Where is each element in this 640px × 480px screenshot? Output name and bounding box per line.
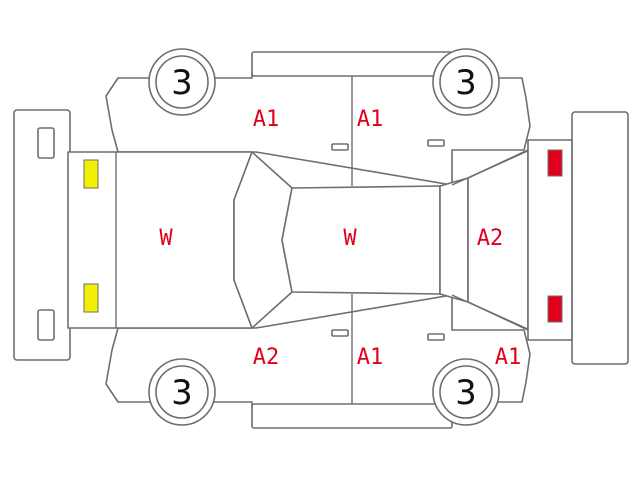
rear-bumper	[571, 111, 629, 365]
left-sill	[251, 51, 453, 77]
mark-front-left-door: A1	[253, 107, 280, 132]
tire-rear-left-number: 3	[455, 63, 477, 103]
mark-rear-left-door: A1	[357, 107, 384, 132]
mark-front-right-door: A2	[253, 345, 280, 370]
front-right-lamp	[83, 283, 99, 313]
tire-rear-left: 3	[432, 48, 500, 116]
front-left-lamp	[83, 159, 99, 189]
roof	[281, 185, 441, 295]
rear-left-lamp	[547, 149, 563, 177]
mark-roof: W	[343, 226, 357, 251]
mark-hood: W	[159, 226, 173, 251]
tire-front-right: 3	[148, 358, 216, 426]
right-sill	[251, 403, 453, 429]
front-bumper	[13, 109, 71, 361]
tire-front-right-number: 3	[171, 373, 193, 413]
mark-rear-right-fender: A1	[495, 345, 522, 370]
tire-front-left: 3	[148, 48, 216, 116]
tire-front-left-number: 3	[171, 63, 193, 103]
tire-rear-right: 3	[432, 358, 500, 426]
rear-glass	[439, 149, 531, 331]
tire-rear-right-number: 3	[455, 373, 477, 413]
mark-rear-right-door: A1	[357, 345, 384, 370]
trunk-lid	[527, 139, 573, 341]
mark-rear-glass: A2	[477, 226, 504, 251]
rear-right-lamp	[547, 295, 563, 323]
